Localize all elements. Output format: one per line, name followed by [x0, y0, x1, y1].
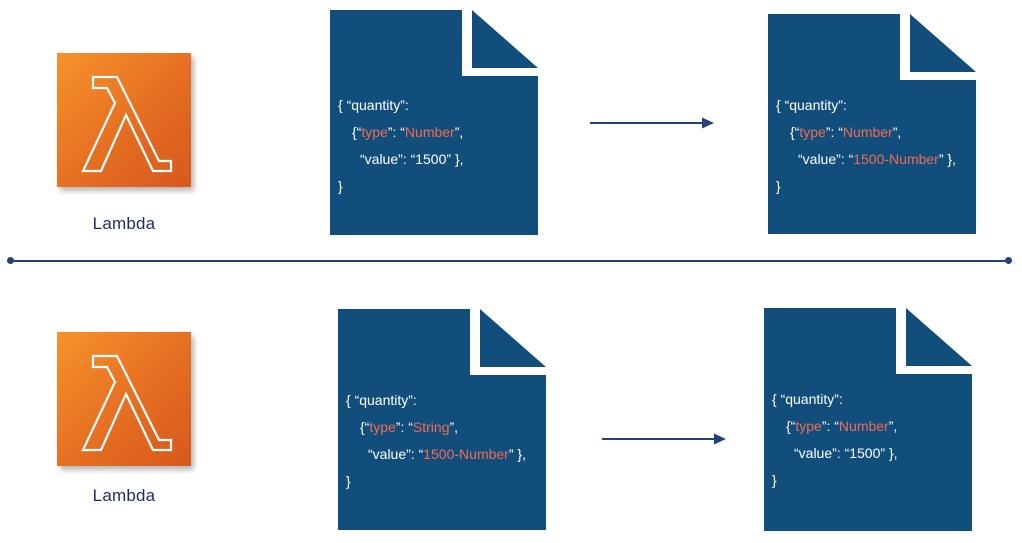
code-line: “value”: “1500” }, — [360, 151, 464, 167]
json-value: 1500-Number — [853, 151, 939, 167]
arrow-right-icon — [602, 433, 726, 445]
code-line: } — [776, 178, 781, 194]
code-line: { “quantity”: — [346, 392, 417, 408]
code-line: “value”: “1500” }, — [794, 445, 898, 461]
json-value: String — [412, 419, 450, 435]
code-line: {“type”: “String”, — [360, 419, 459, 435]
document-icon — [338, 309, 546, 530]
code-line: “value”: “1500-Number” }, — [798, 151, 956, 167]
json-value: 1500-Number — [423, 446, 509, 462]
json-key: type — [361, 124, 388, 140]
json-value: Number — [842, 124, 893, 140]
document-icon — [330, 10, 538, 235]
lambda-label: Lambda — [92, 214, 156, 233]
json-code: { “quantity”: {“type”: “Number”, “value”: … — [338, 92, 464, 200]
code-line: { “quantity”: — [772, 391, 843, 407]
lambda-icon — [57, 53, 191, 187]
arrow-right-icon — [590, 117, 714, 129]
json-code: { “quantity”: {“type”: “String”, “value”: … — [346, 387, 526, 495]
code-line: } — [346, 473, 351, 489]
code-line: { “quantity”: — [338, 97, 409, 113]
json-value: 1500 — [849, 445, 881, 461]
code-line: } — [772, 472, 777, 488]
json-key: type — [369, 419, 396, 435]
divider-endpoint — [7, 257, 14, 264]
code-line: {“type”: “Number”, — [790, 124, 902, 140]
lambda-icon — [57, 332, 191, 466]
json-value: 1500 — [415, 151, 447, 167]
json-code: { “quantity”: {“type”: “Number”, “value”: … — [772, 386, 898, 494]
output-document: { “quantity”: {“type”: “Number”, “value”: … — [764, 308, 972, 531]
document-icon — [764, 308, 972, 531]
output-document: { “quantity”: {“type”: “Number”, “value”: … — [768, 14, 976, 234]
code-line: “value”: “1500-Number” }, — [368, 446, 526, 462]
input-document: { “quantity”: {“type”: “String”, “value”: … — [338, 309, 546, 530]
json-key: type — [799, 124, 826, 140]
code-line: {“type”: “Number”, — [352, 124, 464, 140]
divider-endpoint — [1005, 257, 1012, 264]
json-code: { “quantity”: {“type”: “Number”, “value”: … — [776, 92, 956, 200]
json-value: Number — [838, 418, 889, 434]
json-key: type — [795, 418, 822, 434]
json-value: Number — [404, 124, 455, 140]
document-icon — [768, 14, 976, 234]
code-line: { “quantity”: — [776, 97, 847, 113]
code-line: {“type”: “Number”, — [786, 418, 898, 434]
section-divider — [10, 260, 1008, 262]
code-line: } — [338, 178, 343, 194]
input-document: { “quantity”: {“type”: “Number”, “value”: … — [330, 10, 538, 235]
lambda-label: Lambda — [92, 486, 156, 505]
